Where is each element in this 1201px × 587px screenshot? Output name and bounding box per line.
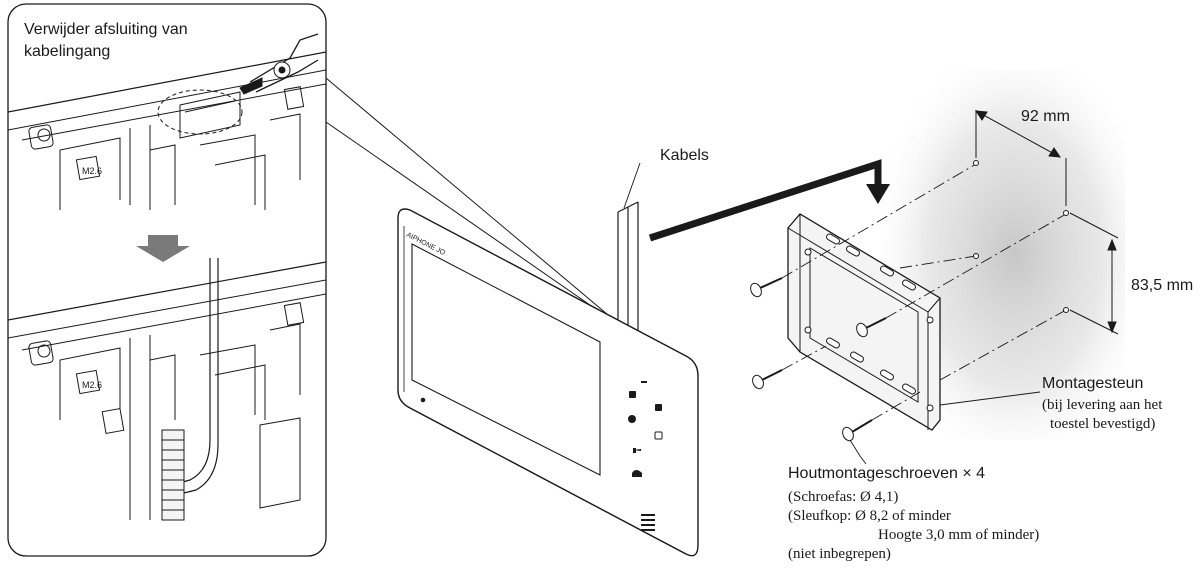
dimension-835 <box>1069 212 1119 335</box>
wall-holes <box>973 160 1069 313</box>
screws-label: Houtmontageschroeven × 4 <box>788 465 986 482</box>
callout-title-line2: kabelingang <box>24 43 111 60</box>
screws-spec-line2: (Sleufkop: Ø 8,2 of minder <box>788 508 951 524</box>
screws-spec-line4: (niet inbegrepen) <box>788 546 891 562</box>
mounting-arrow <box>648 159 890 242</box>
screw-2 <box>856 317 887 338</box>
monitor-buttons <box>628 381 663 531</box>
screw-1 <box>750 277 783 298</box>
leader-lines <box>623 162 1041 465</box>
height-dimension-label: 83,5 mm <box>1131 277 1194 294</box>
callout-title-line1: Verwijder afsluiting van <box>24 21 188 38</box>
alignment-lines <box>781 163 1067 421</box>
zoom-lines <box>325 77 627 331</box>
step-arrow <box>136 235 190 262</box>
screws-spec-line3: Hoogte 3,0 mm of minder) <box>878 527 1040 543</box>
dimension-92 <box>975 110 1067 206</box>
cables-label: Kabels <box>660 147 709 164</box>
closeup-bottom <box>8 258 326 521</box>
closeup-top <box>8 33 326 210</box>
intercom-monitor: AIPHONE JO <box>397 208 699 557</box>
screw-4 <box>842 419 873 442</box>
bracket-note: (bij levering aan het toestel bevestigd) <box>1042 396 1162 434</box>
mounting-bracket <box>787 213 941 431</box>
mark-label-bottom: M2.6 <box>82 380 102 390</box>
width-dimension-label: 92 mm <box>1021 108 1070 125</box>
wood-screws <box>750 277 887 442</box>
callout-panel: M2.6 <box>7 3 327 557</box>
screw-3 <box>752 369 783 390</box>
callout-title: Verwijder afsluiting van kabelingang <box>24 19 188 63</box>
screws-spec: (Schroefas: Ø 4,1) (Sleufkop: Ø 8,2 of m… <box>788 488 1039 564</box>
bracket-label: Montagesteun <box>1042 375 1144 392</box>
bracket-note-line2: toestel bevestigd) <box>1050 416 1156 432</box>
screws-spec-line1: (Schroefas: Ø 4,1) <box>788 489 899 505</box>
mark-label-top: M2.6 <box>82 166 102 176</box>
wall-cables <box>617 201 639 330</box>
bracket-note-line1: (bij levering aan het <box>1042 397 1163 413</box>
